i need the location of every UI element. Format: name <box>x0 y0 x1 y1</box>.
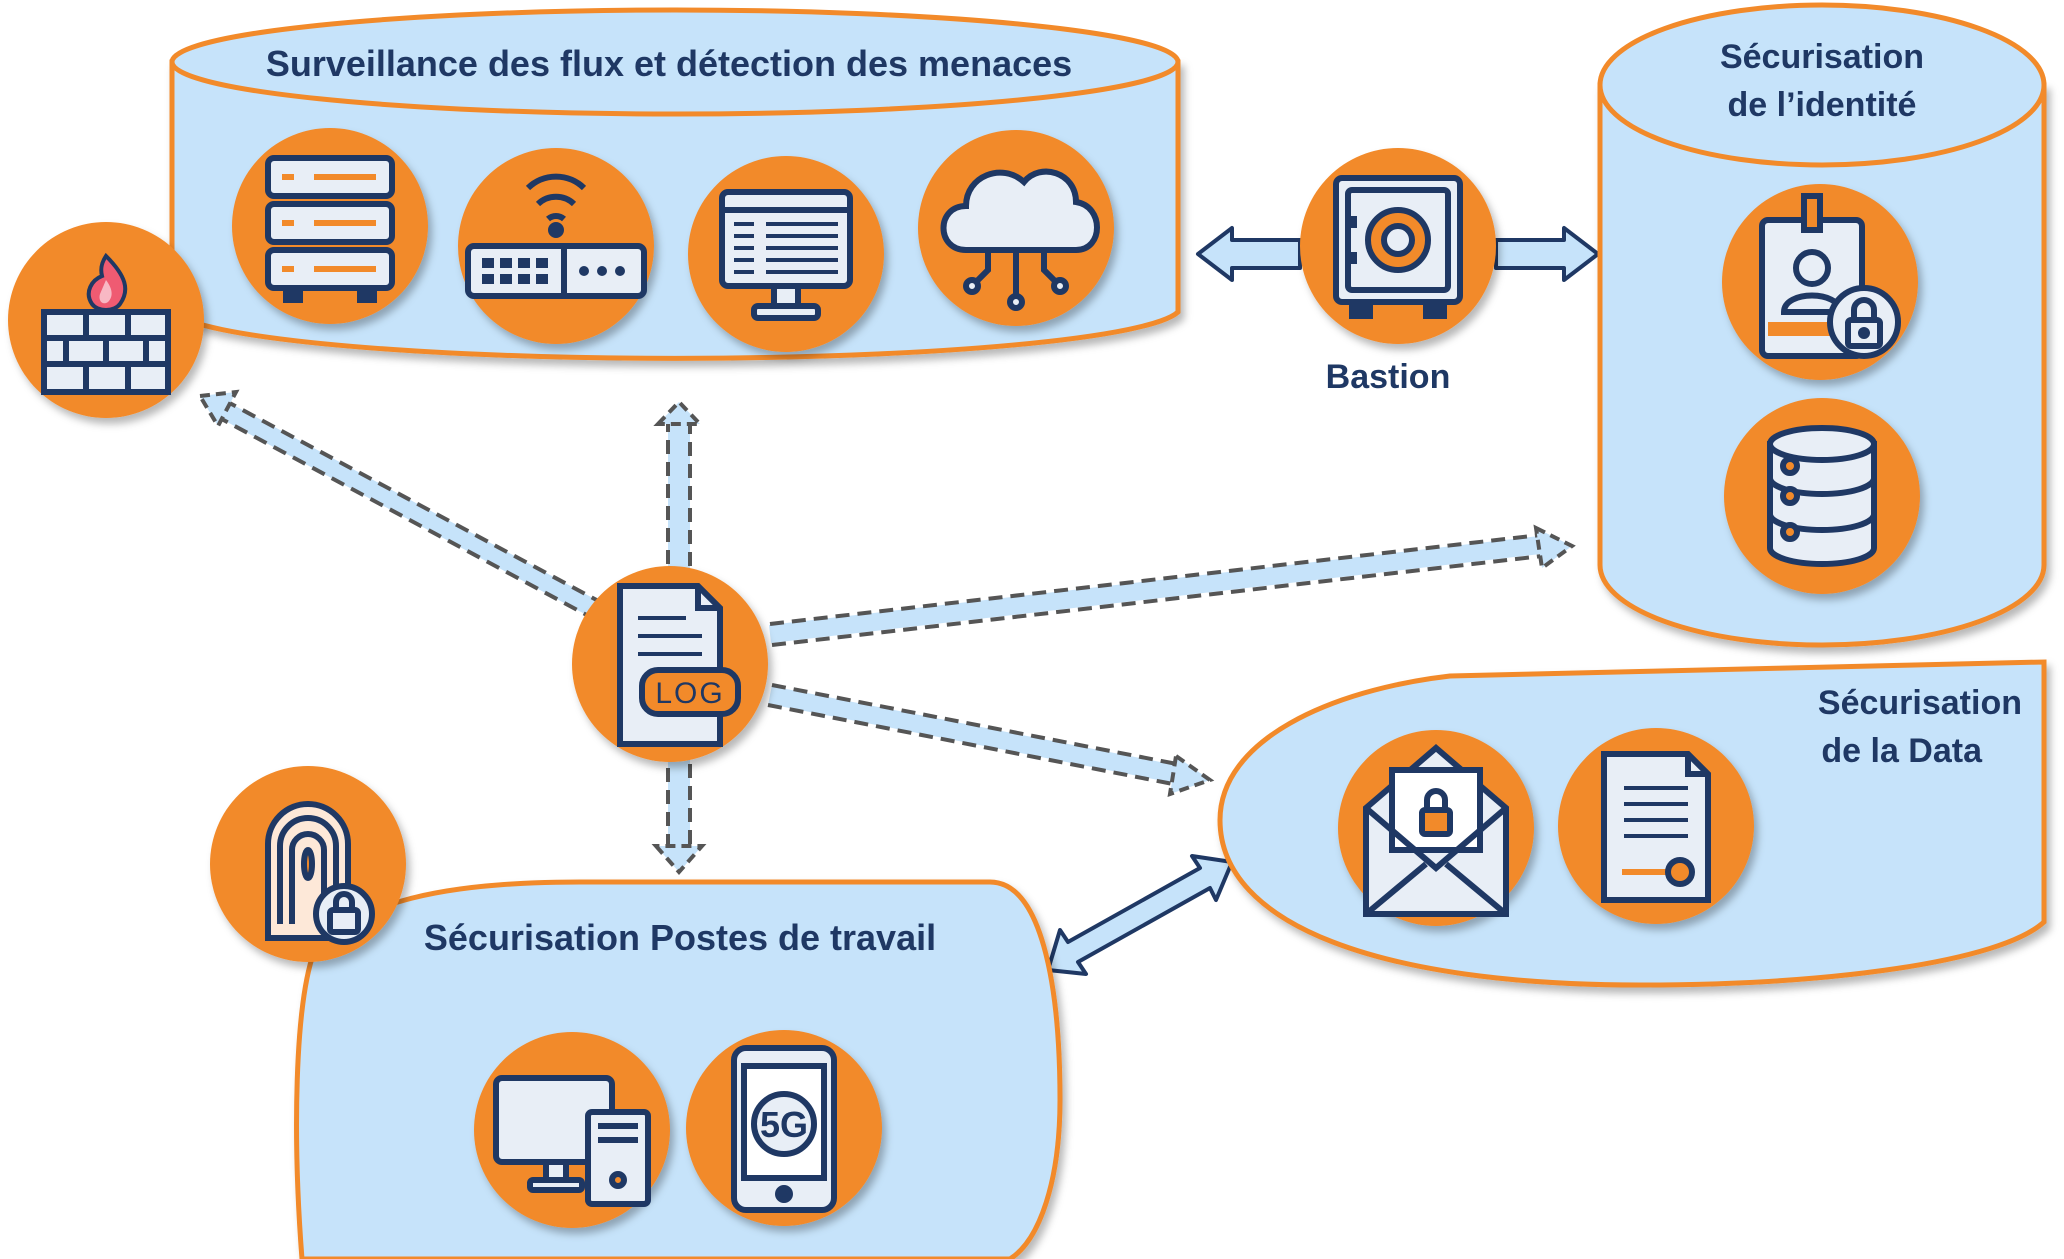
monitoring-title: Surveillance des flux et détection des m… <box>266 43 1072 84</box>
smartphone-node: 5G <box>686 1030 882 1226</box>
badge-lock-node <box>1722 184 1918 380</box>
database-icon <box>1767 425 1877 567</box>
workstation-group: Sécurisation Postes de travail <box>294 879 1063 1259</box>
badge-lock-icon <box>1759 193 1901 359</box>
monitor-dashboard-icon <box>719 189 853 321</box>
document-key-node <box>1558 728 1754 924</box>
log-file-icon <box>617 583 741 747</box>
log-to-data-arrow <box>767 683 1215 797</box>
bastion-label: Bastion <box>1326 358 1451 396</box>
identity-title-line1: Sécurisation <box>1720 38 1924 76</box>
cloud-network-icon <box>940 168 1100 311</box>
desktop-node <box>474 1032 670 1228</box>
monitoring-group: Surveillance des flux et détection des m… <box>169 7 1181 361</box>
fingerprint-lock-icon <box>265 801 375 945</box>
smartphone-5g-icon <box>731 1045 837 1213</box>
identity-title-line2: de l’identité <box>1728 86 1917 124</box>
log-connectors <box>196 389 1576 876</box>
server-rack-icon <box>265 155 395 303</box>
fingerprint-node <box>210 766 406 962</box>
database-node <box>1724 398 1920 594</box>
log-node: LOG <box>572 566 768 762</box>
firewall-icon <box>41 252 171 395</box>
data-title-line2: de la Data <box>1821 732 1983 770</box>
phone-badge-text: 5G <box>760 1104 808 1145</box>
log-to-monitoring-arrow <box>653 399 705 582</box>
monitor-dashboard-node <box>688 156 884 352</box>
document-key-icon <box>1601 751 1711 903</box>
desktop-computer-icon <box>493 1075 651 1207</box>
bastion-node <box>1300 148 1496 344</box>
cloud-network-node <box>918 130 1114 326</box>
network-switch-icon <box>465 173 647 299</box>
server-rack-node <box>232 128 428 324</box>
network-switch-node <box>458 148 654 344</box>
firewall-node <box>8 222 204 418</box>
data-title-line1: Sécurisation <box>1818 684 2022 722</box>
log-to-identity-arrow <box>768 524 1576 647</box>
mail-lock-node <box>1338 730 1534 926</box>
mail-lock-icon <box>1363 744 1509 917</box>
workstation-title: Sécurisation Postes de travail <box>424 917 936 958</box>
bastion-to-monitoring-arrow <box>1196 226 1302 282</box>
log-badge-text: LOG <box>655 677 724 710</box>
safe-icon <box>1333 175 1463 319</box>
log-to-firewall-arrow <box>196 389 605 622</box>
workstation-to-data-arrow <box>1046 854 1234 976</box>
bastion-to-identity-arrow <box>1494 226 1600 282</box>
